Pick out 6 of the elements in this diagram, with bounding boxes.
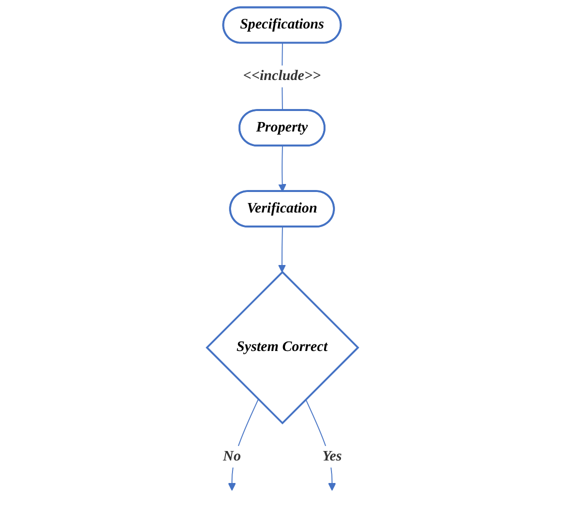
edge-label: <<include>> <box>243 68 321 84</box>
node-diamond: System Correct <box>206 270 360 424</box>
edge-label: No <box>223 448 241 464</box>
arrow <box>278 226 286 272</box>
edge-label: Yes <box>322 448 342 464</box>
arrow <box>278 146 286 192</box>
